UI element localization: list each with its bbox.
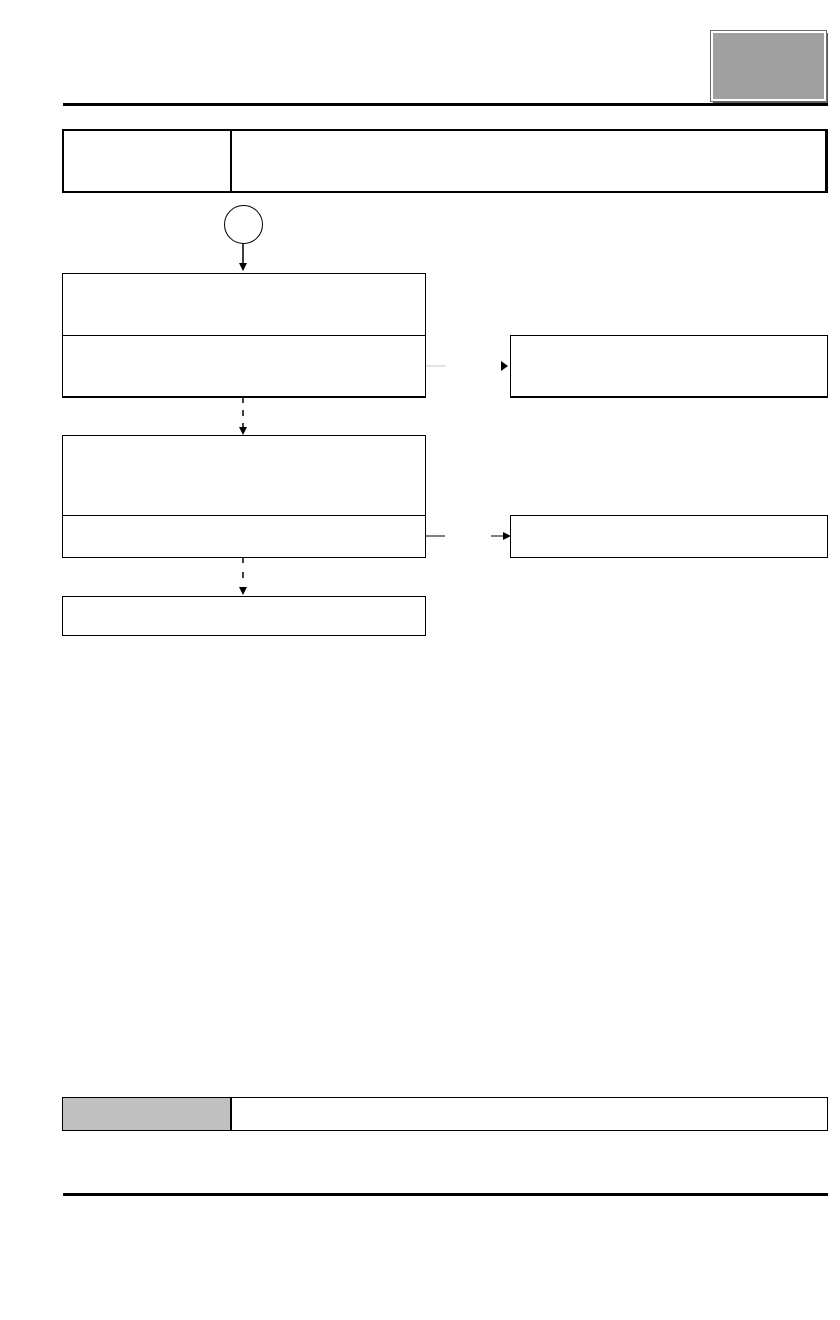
branch2-result-box: [510, 515, 828, 558]
section-tab: [710, 30, 827, 102]
footer-rule: [63, 1193, 828, 1196]
start-connector: [224, 205, 263, 244]
step1-check-box: [62, 273, 426, 336]
title-table-left-cell: [64, 131, 232, 191]
note-label-cell: [63, 1098, 232, 1130]
final-step-box: [62, 596, 426, 636]
branch1-arrow-head: [501, 361, 508, 371]
title-table-right-cell: [232, 131, 825, 191]
note-text-cell: [232, 1098, 827, 1130]
note-table: [62, 1097, 828, 1131]
step2-condition-box: [62, 516, 426, 558]
step2-check-box: [62, 435, 426, 516]
step1-condition-box: [62, 336, 426, 398]
title-table: [62, 129, 828, 193]
branch1-result-box: [510, 335, 828, 398]
header-rule: [63, 103, 828, 106]
